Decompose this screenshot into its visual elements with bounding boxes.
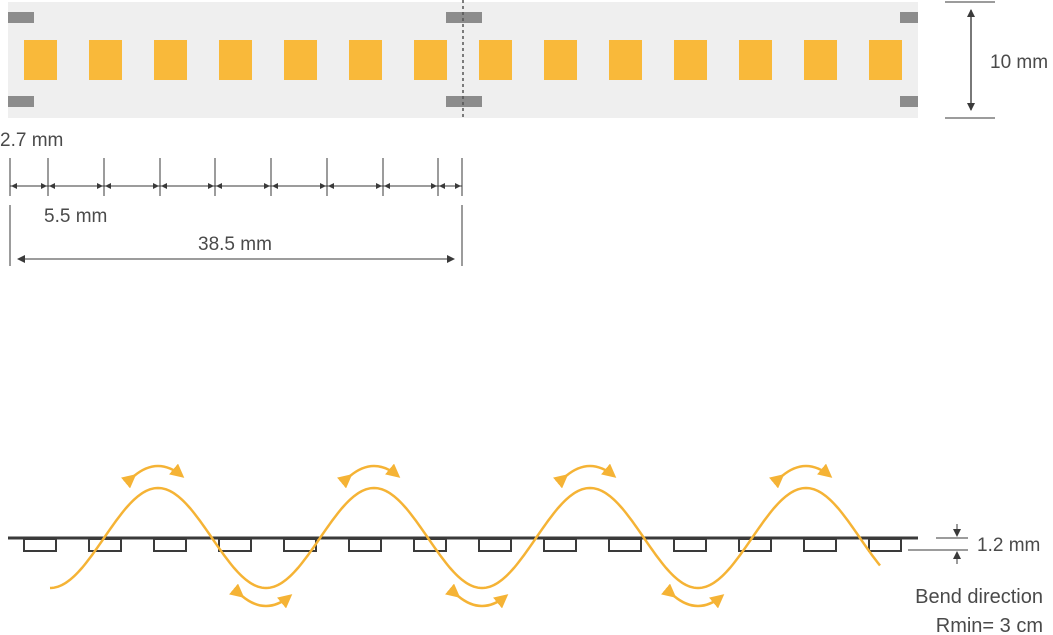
cut-length-label: 38.5 mm xyxy=(198,234,272,255)
led-chip xyxy=(89,40,122,80)
led-profile xyxy=(153,538,187,552)
led-chip xyxy=(349,40,382,80)
led-profile xyxy=(218,538,252,552)
led-profile xyxy=(738,538,772,552)
led-chip xyxy=(804,40,837,80)
solder-pad xyxy=(8,12,34,23)
led-profile xyxy=(23,538,57,552)
led-profile-row xyxy=(23,538,902,552)
solder-pad xyxy=(446,96,482,107)
thickness-label: 1.2 mm xyxy=(977,535,1040,556)
led-chip xyxy=(739,40,772,80)
led-chip xyxy=(869,40,902,80)
solder-pad xyxy=(446,12,482,23)
led-profile xyxy=(88,538,122,552)
edge-offset-label: 2.7 mm xyxy=(0,130,63,151)
led-profile xyxy=(803,538,837,552)
led-chip xyxy=(609,40,642,80)
bend-arrow-down xyxy=(661,583,725,609)
led-profile xyxy=(608,538,642,552)
led-chip xyxy=(284,40,317,80)
solder-pad xyxy=(8,96,34,107)
led-chip xyxy=(154,40,187,80)
strip-top-view xyxy=(8,0,918,118)
width-label: 10 mm xyxy=(990,52,1048,73)
led-profile xyxy=(478,538,512,552)
led-profile xyxy=(348,538,382,552)
bend-wave xyxy=(49,486,881,590)
led-profile xyxy=(543,538,577,552)
solder-pad xyxy=(900,12,918,23)
pitch-ticks xyxy=(9,158,463,196)
cut-length-dimension: 38.5 mm xyxy=(9,205,463,266)
solder-pads xyxy=(8,12,918,107)
width-dimension: 10 mm xyxy=(945,1,1048,119)
led-profile xyxy=(868,538,902,552)
led-chip xyxy=(24,40,57,80)
bend-arrows xyxy=(121,463,833,609)
bend-arrow-up xyxy=(553,463,617,489)
solder-pad xyxy=(900,96,918,107)
bend-arrow-up xyxy=(121,463,185,489)
pitch-label: 5.5 mm xyxy=(44,206,107,227)
led-chip xyxy=(544,40,577,80)
led-chip xyxy=(674,40,707,80)
bend-arrow-up xyxy=(769,463,833,489)
bend-arrow-down xyxy=(229,583,293,609)
bend-illustration xyxy=(8,463,918,609)
led-profile xyxy=(673,538,707,552)
led-chip xyxy=(219,40,252,80)
bend-radius-label: Rmin= 3 cm xyxy=(936,615,1043,635)
pitch-dimension: 2.7 mm 5.5 mm xyxy=(0,130,463,227)
thickness-dimension: 1.2 mm xyxy=(908,524,1040,564)
bend-arrow-up xyxy=(337,463,401,489)
led-chip xyxy=(479,40,512,80)
led-row xyxy=(24,40,902,80)
bend-direction-label: Bend direction xyxy=(915,586,1043,608)
led-chip xyxy=(414,40,447,80)
bend-arrow-down xyxy=(445,583,509,609)
